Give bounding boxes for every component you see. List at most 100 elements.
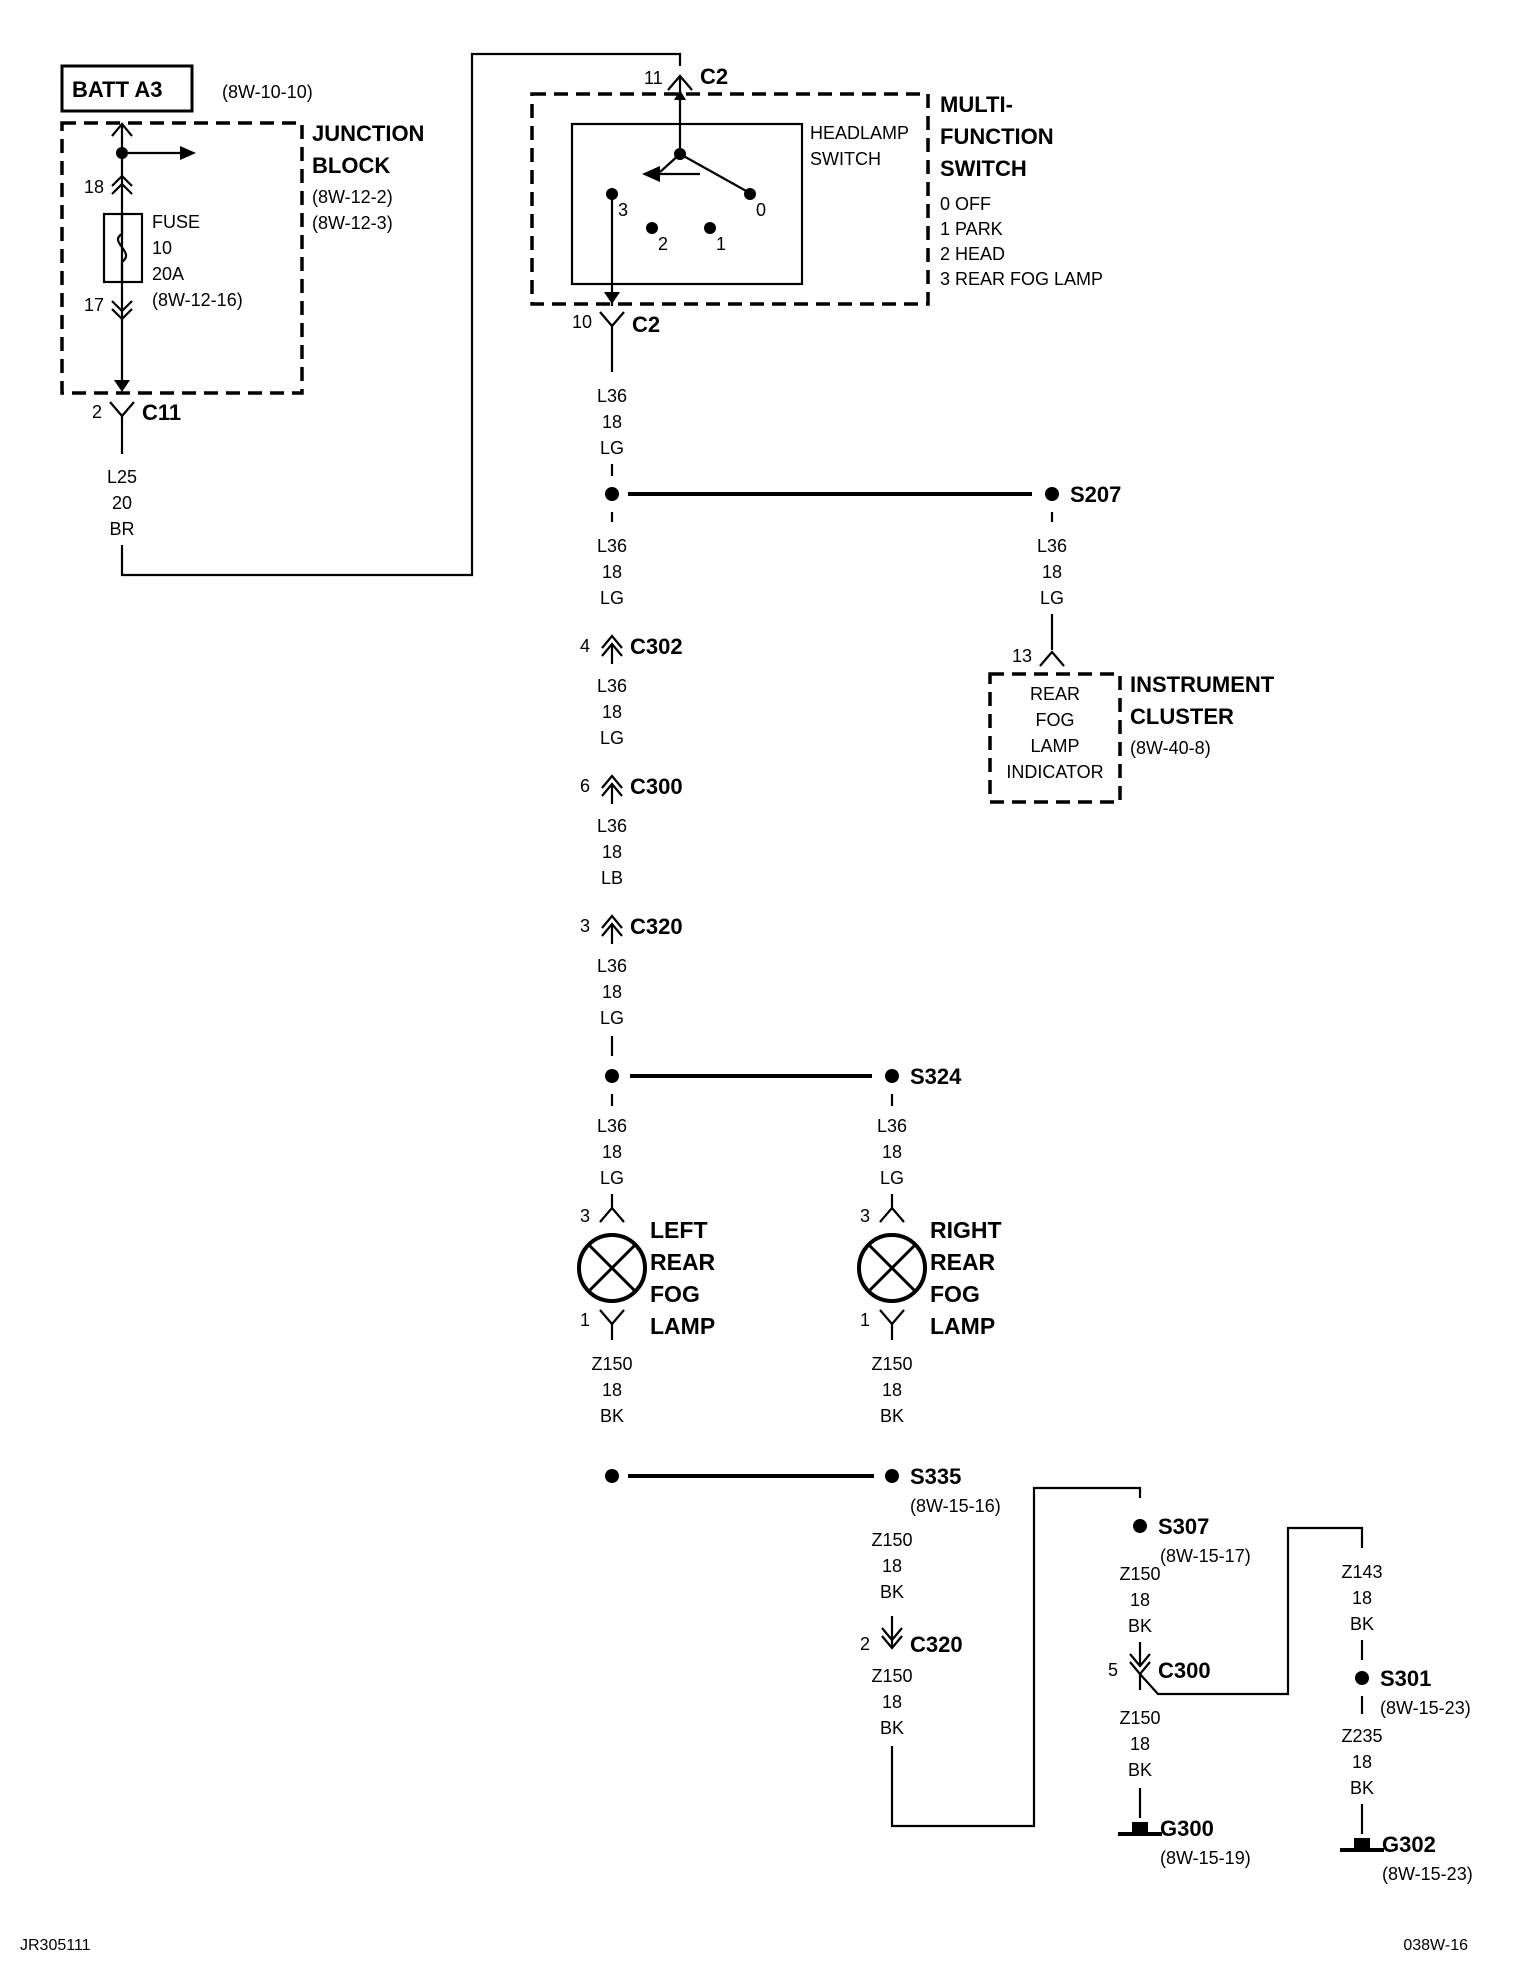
wire-color: BK [1128, 1616, 1152, 1636]
cluster-pin: 13 [1012, 646, 1032, 666]
l36-trunk: L36 18 LG L36 18 LG 4 C302 L36 18 LG 6 C… [580, 326, 1032, 1188]
wire-color: BK [880, 1406, 904, 1426]
mfs-title-1: MULTI- [940, 92, 1013, 117]
pos-label-0: 0 [756, 200, 766, 220]
wire-gauge: 18 [602, 1142, 622, 1162]
indicator-line-2: FOG [1036, 710, 1075, 730]
pos-label-2: 2 [658, 234, 668, 254]
c11-pin: 2 [92, 402, 102, 422]
right-rear-fog-lamp: 3 1 RIGHT REAR FOG LAMP [857, 1194, 1002, 1340]
fuse-rating: 20A [152, 264, 184, 284]
mfs-pos-2: 2 HEAD [940, 244, 1005, 264]
wire-color: BK [600, 1406, 624, 1426]
switch-arrow-icon [642, 166, 660, 182]
fuse-label: FUSE [152, 212, 200, 232]
ground-g302: G302 (8W-15-23) [1340, 1832, 1473, 1884]
ground-circuits: Z150 18 BK Z150 18 BK S335 (8W-15-16) Z1… [591, 1354, 1472, 1884]
g300-name: G300 [1160, 1816, 1214, 1841]
wire-circuit: L36 [597, 1116, 627, 1136]
wire-color: BK [880, 1582, 904, 1602]
lamp-pin-bottom: 1 [860, 1310, 870, 1330]
c300-name: C300 [630, 774, 683, 799]
wire-label-l25: L25 20 BR [107, 467, 137, 539]
fuse-number: 10 [152, 238, 172, 258]
batt-ref: (8W-10-10) [222, 82, 313, 102]
wire-color: BR [109, 519, 134, 539]
lamp-pin-top: 3 [860, 1206, 870, 1226]
wire-gauge: 18 [602, 842, 622, 862]
mfs-pos-0: 0 OFF [940, 194, 991, 214]
mfs-pos-3: 3 REAR FOG LAMP [940, 269, 1103, 289]
wire-gauge: 18 [882, 1380, 902, 1400]
footer-right: 038W-16 [1403, 1937, 1468, 1954]
instrument-cluster: 13 REAR FOG LAMP INDICATOR INSTRUMENT CL… [988, 646, 1275, 804]
wire-circuit: Z235 [1341, 1726, 1382, 1746]
lamp-pin-top: 3 [580, 1206, 590, 1226]
connector-c11: 2 C11 [92, 400, 181, 454]
wire-color: LG [600, 728, 624, 748]
s335-name: S335 [910, 1464, 961, 1489]
wire-gauge: 18 [602, 1380, 622, 1400]
footer-left: JR305111 [20, 1937, 91, 1954]
wire-color: LG [600, 438, 624, 458]
indicator-line-1: REAR [1030, 684, 1080, 704]
wire-gauge: 18 [1042, 562, 1062, 582]
wire-circuit: Z150 [871, 1666, 912, 1686]
splice-node [605, 487, 619, 501]
multifunction-switch: 11 C2 HEADLAMP SWITCH 3 2 1 0 MULTI- FUN… [530, 64, 1103, 337]
mfs-title-3: SWITCH [940, 156, 1027, 181]
c2-bottom-pin: 10 [572, 312, 592, 332]
wire-circuit: L36 [877, 1116, 907, 1136]
junction-title-2: BLOCK [312, 153, 390, 178]
s301-ref: (8W-15-23) [1380, 1698, 1471, 1718]
wire-circuit: L36 [597, 386, 627, 406]
c300b-pin: 5 [1108, 1660, 1118, 1680]
wire-color: LG [600, 1168, 624, 1188]
indicator-line-4: INDICATOR [1006, 762, 1103, 782]
s335-ref: (8W-15-16) [910, 1496, 1001, 1516]
c2-top-pin: 11 [644, 68, 663, 88]
splice-s307-node [1133, 1519, 1147, 1533]
wire-gauge: 18 [602, 702, 622, 722]
wire-color: LG [880, 1168, 904, 1188]
wire-gauge: 18 [1352, 1588, 1372, 1608]
arrow-right-icon [180, 146, 196, 160]
g302-ref: (8W-15-23) [1382, 1864, 1473, 1884]
lamp-icon [577, 1233, 647, 1303]
indicator-line-3: LAMP [1030, 736, 1079, 756]
wire-gauge: 18 [602, 412, 622, 432]
wire-color: LB [601, 868, 623, 888]
s324-name: S324 [910, 1064, 962, 1089]
fuse-ref: (8W-12-16) [152, 290, 243, 310]
splice-s207: S207 L36 18 LG [1037, 482, 1121, 650]
switch-contact-0 [744, 188, 756, 200]
wire-to-s307 [890, 1486, 1142, 1828]
wire-gauge: 18 [1352, 1752, 1372, 1772]
wire-gauge: 18 [602, 562, 622, 582]
ground-icon [1132, 1822, 1148, 1832]
s207-name: S207 [1070, 482, 1121, 507]
lamp-label-1: LEFT [650, 1217, 708, 1243]
junction-title-1: JUNCTION [312, 121, 424, 146]
wire-gauge: 18 [882, 1142, 902, 1162]
wire-gauge: 20 [112, 493, 132, 513]
headlamp-label-1: HEADLAMP [810, 123, 909, 143]
s301-name: S301 [1380, 1666, 1431, 1691]
pin-18: 18 [84, 177, 104, 197]
fuse: FUSE 10 20A (8W-12-16) [102, 212, 243, 310]
wire-circuit: Z143 [1341, 1562, 1382, 1582]
wire-gauge: 18 [882, 1556, 902, 1576]
wire-circuit: L36 [597, 536, 627, 556]
cluster-title-1: INSTRUMENT [1130, 672, 1275, 697]
wire-gauge: 18 [1130, 1734, 1150, 1754]
wire-l25 [120, 52, 682, 577]
mfs-pos-1: 1 PARK [940, 219, 1003, 239]
wire-circuit: L36 [597, 816, 627, 836]
left-rear-fog-lamp: 3 1 LEFT REAR FOG LAMP [577, 1194, 716, 1340]
wire-circuit: L36 [597, 676, 627, 696]
c302-name: C302 [630, 634, 683, 659]
batt-label: BATT A3 [72, 77, 162, 102]
c320b-name: C320 [910, 1632, 963, 1657]
c320-name: C320 [630, 914, 683, 939]
switch-wiper [679, 153, 749, 193]
